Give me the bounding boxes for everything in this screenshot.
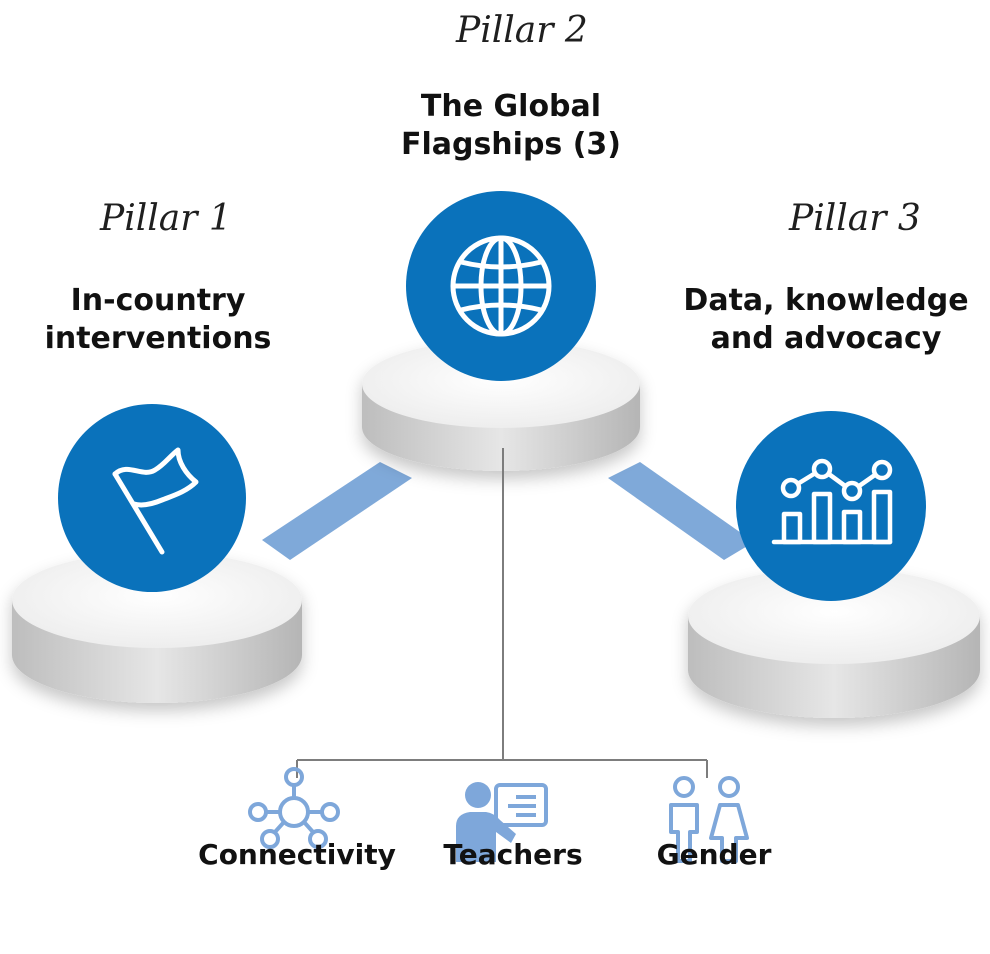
platform-left (12, 552, 302, 703)
platform-center (362, 340, 640, 471)
flagship-label-teachers: Teachers (443, 838, 583, 871)
pillar-3-title-line2: and advocacy (710, 321, 942, 356)
pillar-2-title: The Global Flagships (3) (351, 88, 671, 164)
pillar-1-title-line2: interventions (44, 321, 272, 356)
pillar-3-title: Data, knowledge and advocacy (666, 282, 986, 358)
pillar-2-title-line1: The Global (420, 89, 602, 124)
pillar-3-number: Pillar 3 (789, 198, 921, 239)
pillar-1-number: Pillar 1 (100, 198, 232, 239)
teacher-whiteboard-icon (456, 782, 548, 862)
globe-icon (450, 235, 552, 337)
pillar-1-title: In-country interventions (0, 282, 318, 358)
pillar-2-number: Pillar 2 (456, 10, 588, 51)
pillar-1-circle (58, 404, 246, 592)
platform-right (688, 568, 980, 718)
pillar-3-title-line1: Data, knowledge (683, 283, 969, 318)
pillar-2-title-line2: Flagships (3) (400, 127, 622, 162)
link-left (262, 462, 412, 560)
bar-line-chart-icon (771, 458, 893, 545)
flagship-label-gender: Gender (656, 838, 772, 871)
network-hub-icon (248, 767, 340, 849)
man-woman-icon (669, 776, 749, 863)
flagship-label-connectivity: Connectivity (198, 838, 396, 871)
pillar-1-title-line1: In-country (70, 283, 246, 318)
flag-icon (112, 447, 199, 555)
link-right (608, 462, 754, 560)
